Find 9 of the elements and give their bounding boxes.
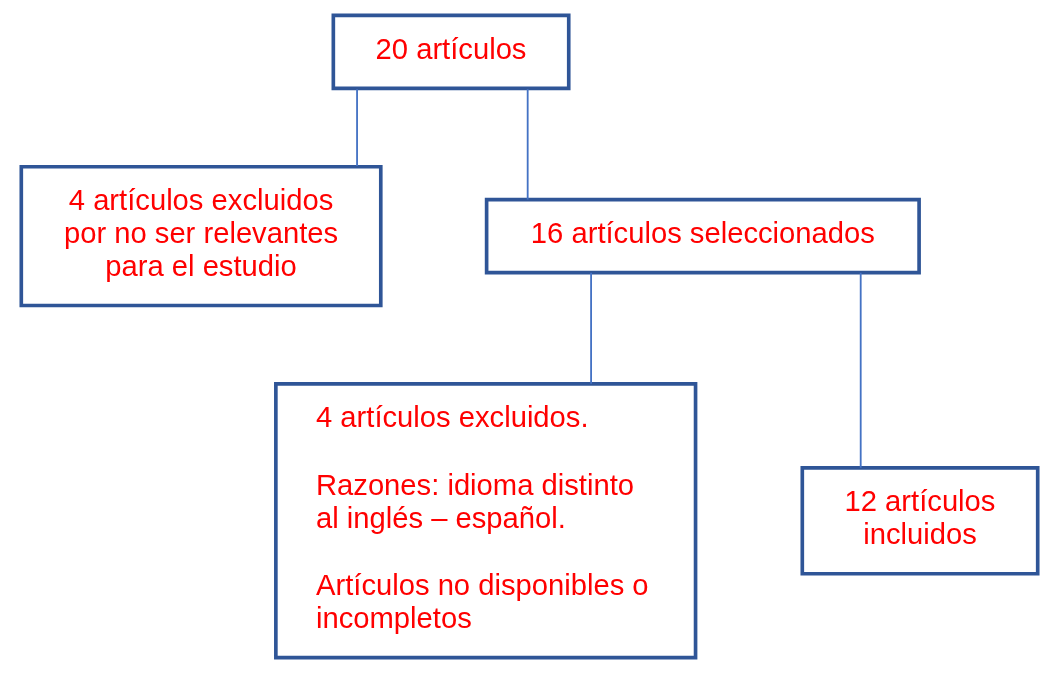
connector [355, 88, 358, 167]
node-box: 20 artículos [331, 13, 571, 91]
node-box: 12 artículos incluidos [799, 466, 1040, 576]
connector [859, 271, 862, 469]
node-box: 4 artículos excluidos por no ser relevantes para el estudio [18, 164, 383, 308]
node-box: 16 artículos seleccionados [484, 197, 921, 275]
connector [589, 271, 592, 385]
connector [526, 88, 529, 201]
node-box: 4 artículos excluidos. Razones: idioma distinto al inglés – español. Artículos no disponibles o incompletos [273, 382, 697, 660]
